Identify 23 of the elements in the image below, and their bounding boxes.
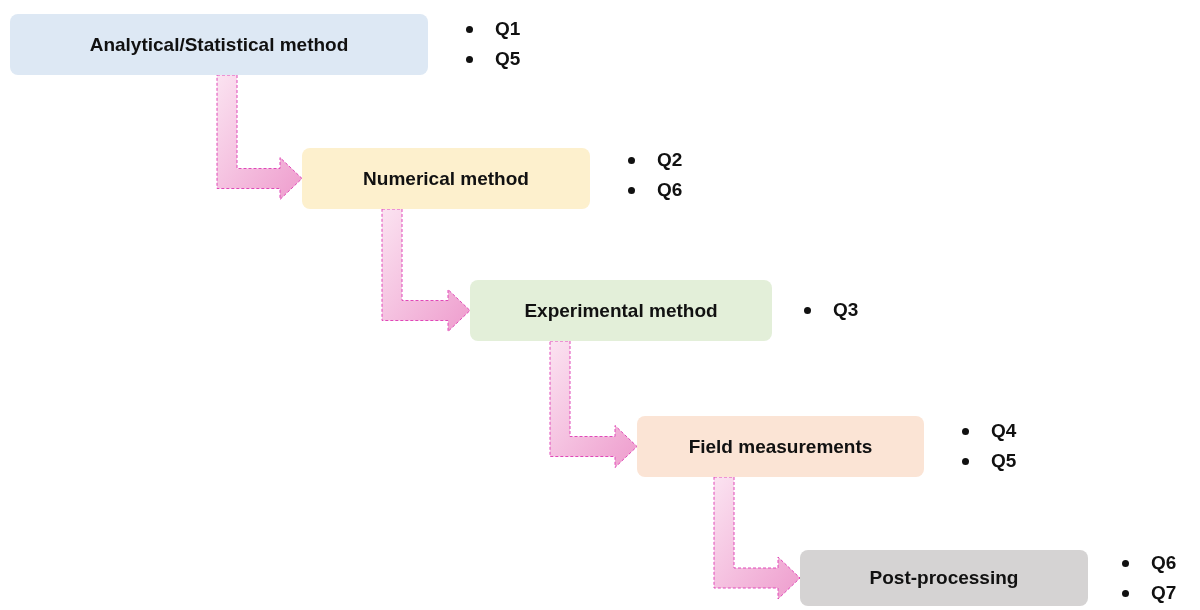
bullet-item: Q2 [657, 148, 683, 172]
method-box [637, 416, 924, 477]
bent-arrow [713, 476, 801, 600]
box-label: Analytical/Statistical method [89, 33, 349, 56]
bullet-item: Q5 [991, 449, 1017, 473]
box-label: Field measurements [688, 435, 873, 458]
bullet-item: Q5 [495, 47, 521, 71]
method-box [302, 148, 590, 209]
box-label: Experimental method [524, 299, 718, 322]
box-label: Post-processing [869, 567, 1019, 589]
bent-arrow [381, 208, 471, 332]
method-box [10, 14, 428, 75]
bent-arrow [549, 340, 638, 468]
bullet-item: Q3 [833, 298, 859, 322]
bullet-item: Q4 [991, 419, 1017, 443]
bullet-item: Q6 [1151, 551, 1177, 575]
method-box [800, 550, 1088, 606]
bullet-item: Q6 [657, 178, 683, 202]
box-label: Numerical method [363, 167, 529, 190]
bent-arrow [216, 74, 303, 200]
bullet-item: Q7 [1151, 581, 1177, 605]
method-box [470, 280, 772, 341]
bullet-item: Q1 [495, 17, 521, 41]
